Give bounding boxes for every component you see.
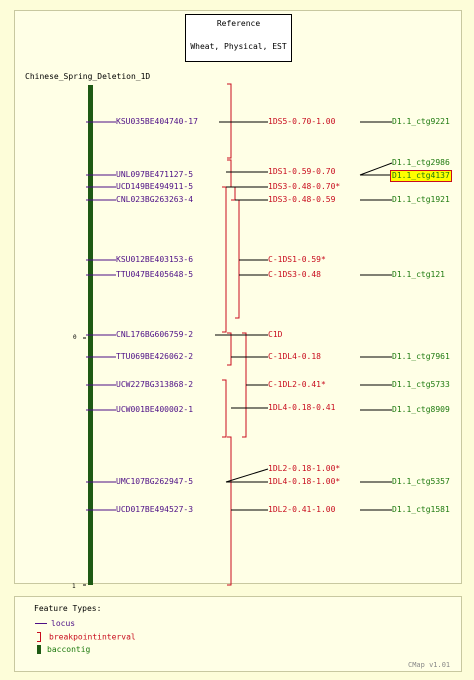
contig-label-6[interactable]: D1.1_ctg5733 [392,380,450,389]
locus-line-icon [35,623,47,624]
reference-subtitle: Wheat, Physical, EST [190,42,287,51]
locus-label-5[interactable]: TTU047BE405648-5 [116,270,194,279]
interval-label-6[interactable]: C1D [268,330,283,339]
legend-label-baccontig: baccontig [47,645,91,654]
interval-label-8[interactable]: C-1DL2-0.41* [268,380,326,389]
legend-title: Feature Types: [34,604,102,613]
reference-box[interactable]: Reference Wheat, Physical, EST [185,14,292,62]
connector-10 [225,468,269,483]
legend-panel: Feature Types: locus breakpointinterval … [14,596,462,672]
interval-bracket-6[interactable] [222,379,227,438]
locus-label-8[interactable]: UCW227BG313868-2 [116,380,194,389]
legend-item-breakpointinterval: breakpointinterval [35,632,136,642]
interval-label-2[interactable]: 1DS3-0.48-0.70* [268,182,341,191]
contig-label-0[interactable]: D1.1_ctg9221 [392,117,450,126]
interval-label-4[interactable]: C-1DS1-0.59* [268,255,326,264]
locus-label-11[interactable]: UCD017BE494527-3 [116,505,194,514]
contig-label-7[interactable]: D1.1_ctg8909 [392,405,450,414]
contig-bar-icon [37,645,41,654]
interval-bracket-7[interactable] [242,332,247,438]
locus-label-10[interactable]: UMC107BG262947-5 [116,477,194,486]
legend-item-locus: locus [35,619,75,628]
interval-bracket-2[interactable] [222,186,227,333]
interval-label-5[interactable]: C-1DS3-0.48 [268,270,321,279]
interval-label-7[interactable]: C-1DL4-0.18 [268,352,321,361]
locus-label-9[interactable]: UCW001BE400002-1 [116,405,194,414]
contig-label-5[interactable]: D1.1_ctg7961 [392,352,450,361]
contig-label-9[interactable]: D1.1_ctg1581 [392,505,450,514]
interval-label-3[interactable]: 1DS3-0.48-0.59 [268,195,336,204]
locus-label-4[interactable]: KSU012BE403153-6 [116,255,194,264]
axis-tick-label-1: 1 [72,583,76,590]
locus-label-6[interactable]: CNL176BG606759-2 [116,330,194,339]
interval-label-0[interactable]: 1DS5-0.70-1.00 [268,117,336,126]
legend-label-breakpointinterval: breakpointinterval [49,632,136,642]
contig-connector-1 [359,162,393,176]
interval-bracket-4[interactable] [235,199,240,319]
contig-label-1[interactable]: D1.1_ctg2986 [392,158,450,167]
locus-label-0[interactable]: KSU035BE404740-17 [116,117,198,126]
interval-label-10[interactable]: 1DL2-0.18-1.00* [268,464,341,473]
interval-bracket-3[interactable] [231,186,236,201]
locus-label-2[interactable]: UCD149BE494911-5 [116,182,194,191]
contig-label-8[interactable]: D1.1_ctg5357 [392,477,450,486]
contig-label-2[interactable]: D1.1_ctg4137 [390,170,452,182]
interval-label-1[interactable]: 1DS1-0.59-0.70 [268,167,336,176]
interval-bracket-5[interactable] [227,332,232,366]
legend-label-locus: locus [51,619,76,628]
legend-item-baccontig: baccontig [35,645,90,654]
interval-label-12[interactable]: 1DL2-0.41-1.00 [268,505,336,514]
interval-bracket-0[interactable] [227,83,232,159]
contig-label-3[interactable]: D1.1_ctg1921 [392,195,450,204]
interval-bracket-1[interactable] [227,159,232,188]
interval-label-9[interactable]: 1DL4-0.18-0.41 [268,403,336,412]
footer-version: CMap v1.01 [408,661,451,669]
locus-label-1[interactable]: UNL097BE471127-5 [116,170,194,179]
contig-label-4[interactable]: D1.1_ctg121 [392,270,445,279]
locus-label-7[interactable]: TTU069BE426062-2 [116,352,194,361]
locus-label-3[interactable]: CNL023BG263263-4 [116,195,194,204]
map-title[interactable]: Chinese_Spring_Deletion_1D [25,72,151,81]
reference-title: Reference [216,19,261,28]
bracket-icon [37,632,41,642]
axis-tick-label-0: 0 [73,334,77,341]
interval-label-11[interactable]: 1DL4-0.18-1.00* [268,477,341,486]
interval-bracket-8[interactable] [227,436,232,586]
